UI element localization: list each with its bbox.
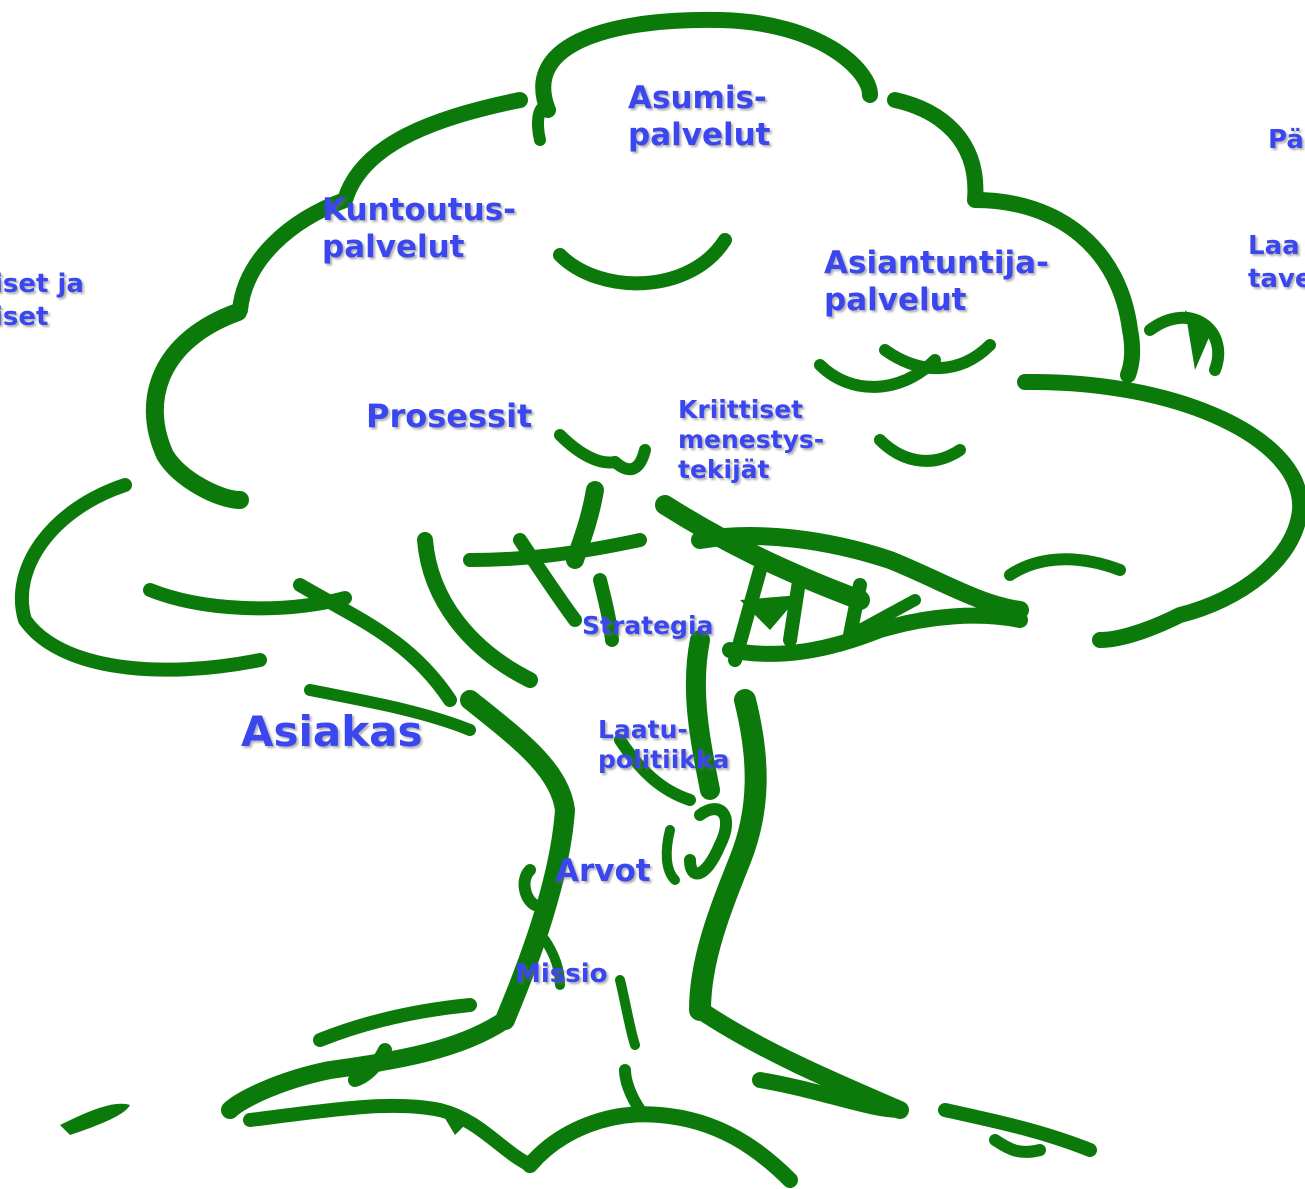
tree-branches (293, 481, 1029, 736)
tree-trunk (460, 630, 767, 1050)
label-asiakas: Asiakas (241, 707, 423, 756)
label-strategia: Strategia (582, 611, 714, 640)
label-asiantuntijapalvelut: Asiantuntija- palvelut (824, 245, 1049, 319)
tree-crown (14, 11, 1305, 677)
label-right-partial-top: Pä (1268, 125, 1304, 155)
label-right-partial-bottom: Laa tave (1248, 231, 1305, 294)
label-arvot: Arvot (555, 853, 651, 889)
tree-fills (60, 310, 1210, 1135)
label-left-partial: iset ja iset (0, 269, 84, 332)
label-prosessit: Prosessit (366, 397, 533, 435)
label-kuntoutuspalvelut: Kuntoutus- palvelut (322, 192, 517, 266)
label-laatupolitiikka: Laatu- politiikka (598, 715, 730, 774)
label-kriittiset-menestystekijat: Kriittiset menestys- tekijät (678, 395, 825, 484)
label-missio: Missio (515, 959, 608, 989)
tree-roots (221, 998, 1097, 1188)
label-asumispalvelut: Asumis- palvelut (628, 80, 771, 154)
